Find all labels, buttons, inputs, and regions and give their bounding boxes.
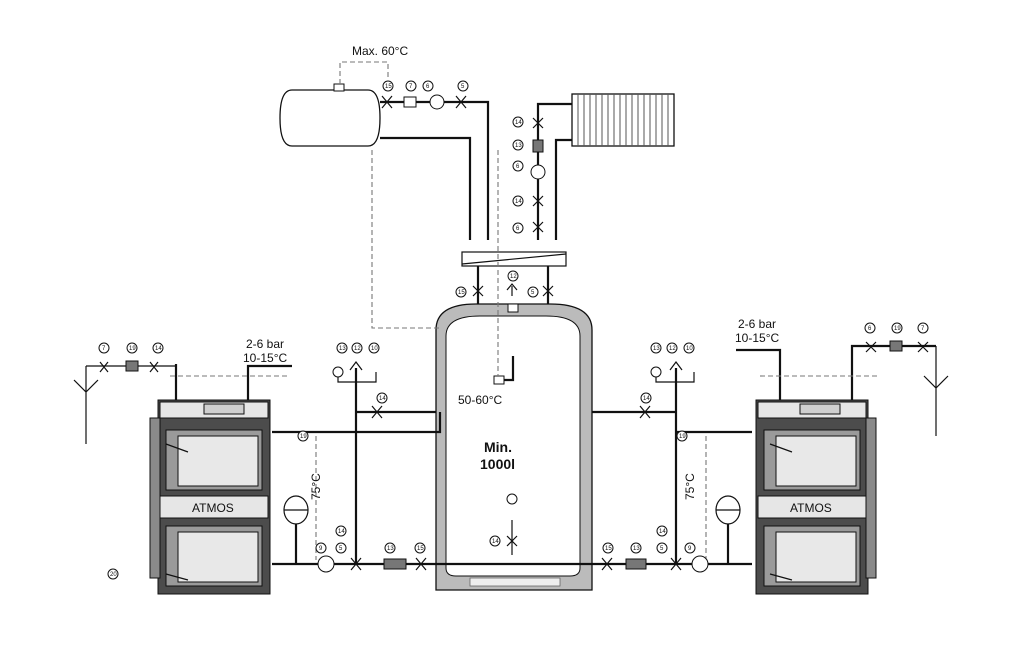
svg-text:6: 6 (516, 164, 520, 170)
accumulation-tank (435, 303, 593, 591)
svg-text:9: 9 (688, 546, 692, 552)
corner-badge (107, 568, 119, 580)
left-boiler (149, 399, 271, 595)
svg-text:19: 19 (129, 346, 136, 352)
tank-temp-label: 50-60°C (458, 393, 502, 407)
svg-text:15: 15 (605, 546, 612, 552)
hot-water-tank (279, 83, 381, 147)
svg-text:6: 6 (868, 326, 872, 332)
svg-text:12: 12 (510, 274, 517, 280)
svg-text:15: 15 (385, 84, 392, 90)
return-temp-right: 75°C (683, 473, 697, 500)
right-expansion-vessel (715, 495, 741, 525)
left-safety-group: 13 12 10 (332, 342, 380, 383)
radiator-part-numbers: 14 13 6 14 6 (512, 116, 524, 234)
left-inlet-fittings: 7 19 14 (73, 342, 176, 444)
svg-text:10: 10 (371, 346, 378, 352)
svg-text:19: 19 (300, 434, 307, 440)
dhw-part-numbers: 15 7 6 5 (382, 80, 469, 92)
svg-text:14: 14 (515, 199, 522, 205)
svg-text:15: 15 (458, 290, 465, 296)
svg-text:12: 12 (669, 346, 676, 352)
svg-text:10: 10 (686, 346, 693, 352)
radiator (571, 93, 675, 147)
svg-text:13: 13 (515, 143, 522, 149)
svg-text:6: 6 (426, 84, 430, 90)
svg-text:7: 7 (921, 326, 925, 332)
svg-text:14: 14 (515, 120, 522, 126)
svg-text:13: 13 (387, 546, 394, 552)
svg-text:5: 5 (339, 546, 343, 552)
svg-text:7: 7 (409, 84, 413, 90)
svg-text:15: 15 (417, 546, 424, 552)
svg-text:14: 14 (643, 396, 650, 402)
svg-text:14: 14 (338, 529, 345, 535)
tank-volume-line1: Min. (484, 439, 512, 455)
svg-text:14: 14 (492, 539, 499, 545)
temp-left: 10-15°C (243, 351, 287, 365)
svg-text:19: 19 (894, 326, 901, 332)
right-return-fittings (601, 555, 709, 573)
svg-text:13: 13 (633, 546, 640, 552)
temp-right: 10-15°C (735, 331, 779, 345)
radiator-valve-string (530, 117, 546, 233)
right-inlet-fittings: 6 19 7 (864, 322, 949, 436)
svg-text:19: 19 (679, 434, 686, 440)
svg-text:9: 9 (319, 546, 323, 552)
svg-text:5: 5 (531, 290, 535, 296)
left-return-fittings (317, 555, 427, 573)
svg-text:20: 20 (110, 572, 117, 578)
svg-text:14: 14 (155, 346, 162, 352)
boiler-right-label: ATMOS (790, 501, 832, 515)
tank-volume-line2: 1000l (480, 456, 515, 472)
svg-text:13: 13 (653, 346, 660, 352)
svg-text:6: 6 (516, 226, 520, 232)
svg-text:5: 5 (660, 546, 664, 552)
manifold-valves: 15 12 5 (455, 270, 554, 298)
dhw-valve-string (381, 94, 467, 110)
left-expansion-vessel (283, 495, 309, 525)
right-return-part-numbers: 15 13 5 14 9 (602, 525, 696, 554)
max-temp-label: Max. 60°C (352, 44, 408, 58)
pressure-left: 2-6 bar (246, 337, 284, 351)
svg-text:12: 12 (354, 346, 361, 352)
svg-text:7: 7 (102, 346, 106, 352)
pressure-right: 2-6 bar (738, 317, 776, 331)
right-safety-group: 13 12 10 (650, 342, 695, 383)
svg-text:14: 14 (379, 396, 386, 402)
svg-text:14: 14 (659, 529, 666, 535)
right-boiler (755, 399, 877, 595)
left-return-part-numbers: 14 5 9 13 15 (315, 525, 426, 554)
svg-text:13: 13 (339, 346, 346, 352)
boiler-left-label: ATMOS (192, 501, 234, 515)
return-temp-left: 75°C (309, 473, 323, 500)
svg-text:5: 5 (461, 84, 465, 90)
